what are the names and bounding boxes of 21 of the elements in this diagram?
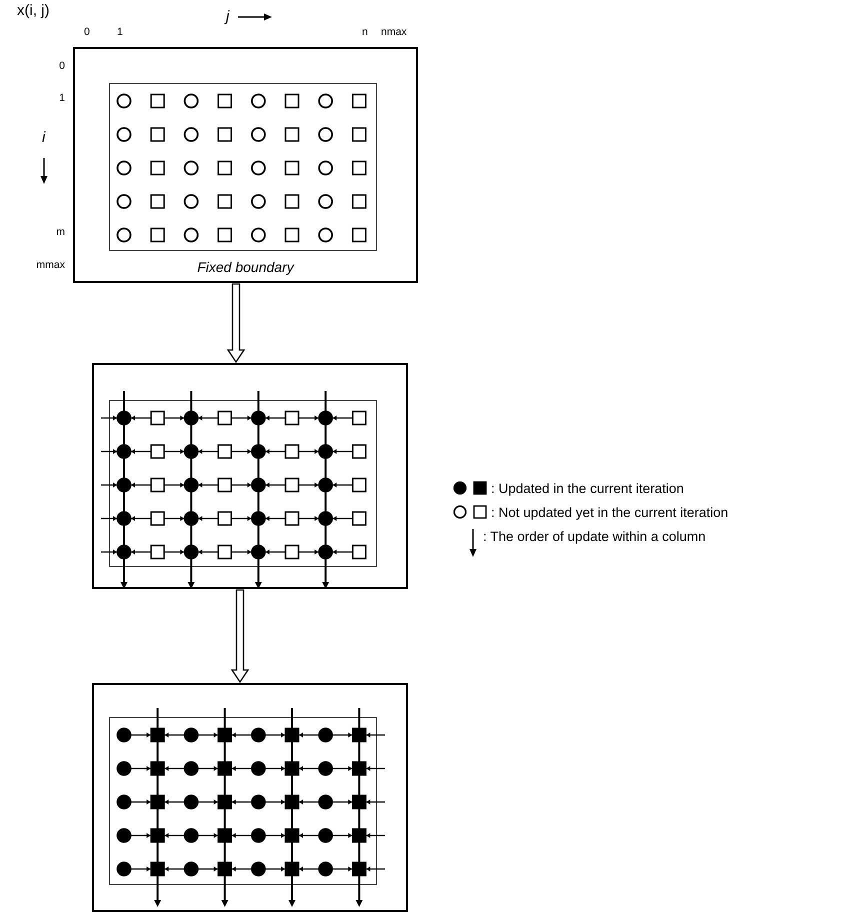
boundary-label: Fixed boundary [197,259,294,275]
index-label: 0 [84,27,90,39]
index-label: 1 [59,93,65,105]
index-label: mmax [36,260,65,272]
axis-label: i [42,130,46,146]
index-label: m [56,227,65,239]
index-label: 0 [59,61,65,73]
panel-box [92,363,408,589]
index-label: nmax [381,27,407,39]
legend-text: : Updated in the current iteration [491,480,684,496]
axis-label: j [226,9,230,26]
index-label: n [362,27,368,39]
hollow-arrow [230,589,250,684]
legend-text: : The order of update within a column [483,528,706,544]
grid-box [109,83,377,251]
index-label: 1 [117,27,123,39]
hollow-arrow [226,283,246,364]
function-label: x(i, j) [17,3,50,20]
panel-box [73,47,418,283]
panel-box [92,683,408,912]
legend-text: : Not updated yet in the current iteration [491,504,728,520]
